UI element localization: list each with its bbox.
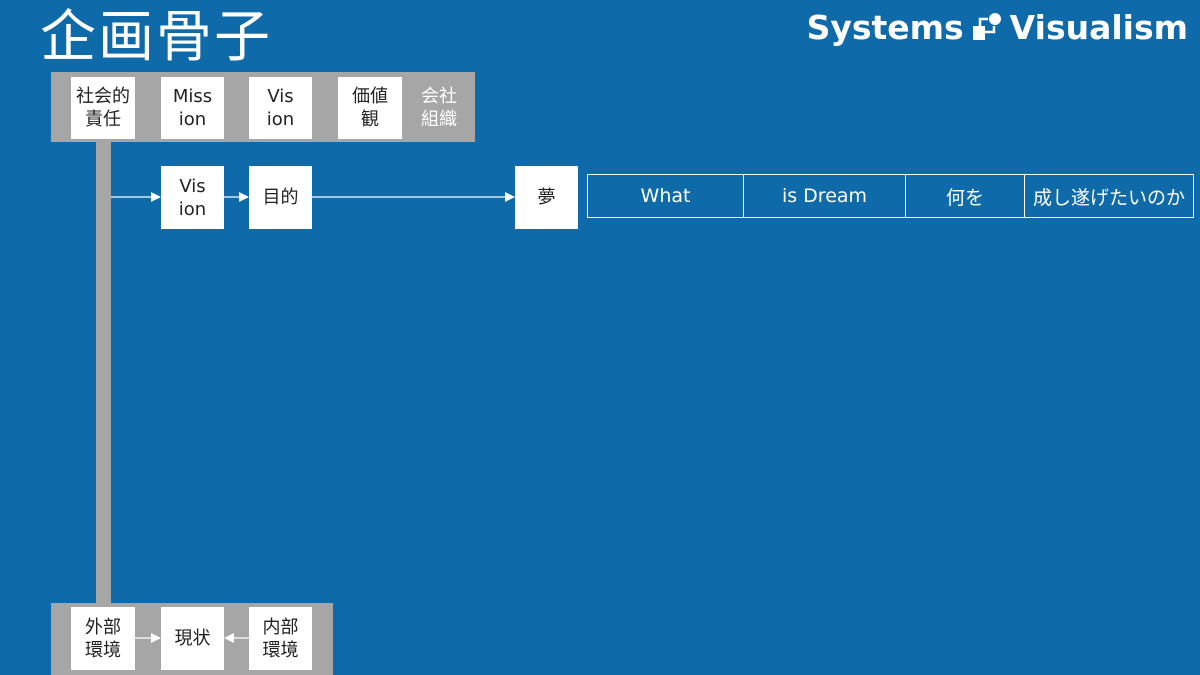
external-environment-box: 外部 環境 (71, 607, 135, 670)
systems-mark-icon (972, 13, 1001, 40)
mission-box: Miss ion (161, 77, 224, 139)
strip-cell-what-jp: 何を (906, 175, 1025, 217)
vision-box-top: Vis ion (249, 77, 312, 139)
page-title: 企画骨子 (40, 5, 272, 70)
strip-cell-is-dream: is Dream (744, 175, 906, 217)
company-organization-label: 会社 組織 (421, 86, 457, 130)
logo-text-visualism: Visualism (1009, 7, 1188, 47)
logo: Systems Visualism (807, 6, 1188, 48)
social-responsibility-box: 社会的 責任 (71, 77, 135, 139)
internal-environment-box: 内部 環境 (249, 607, 312, 670)
purpose-box: 目的 (249, 166, 312, 229)
logo-text-systems: Systems (806, 7, 964, 47)
vertical-spine (96, 142, 111, 604)
vision-box: Vis ion (161, 166, 224, 229)
dream-box: 夢 (515, 166, 578, 229)
dream-description-strip: What is Dream 何を 成し遂げたいのか (587, 174, 1194, 218)
strip-cell-achieve: 成し遂げたいのか (1032, 186, 1185, 209)
values-box: 価値 観 (338, 77, 402, 139)
strip-cell-what: What (588, 175, 744, 217)
current-state-box: 現状 (161, 607, 224, 670)
